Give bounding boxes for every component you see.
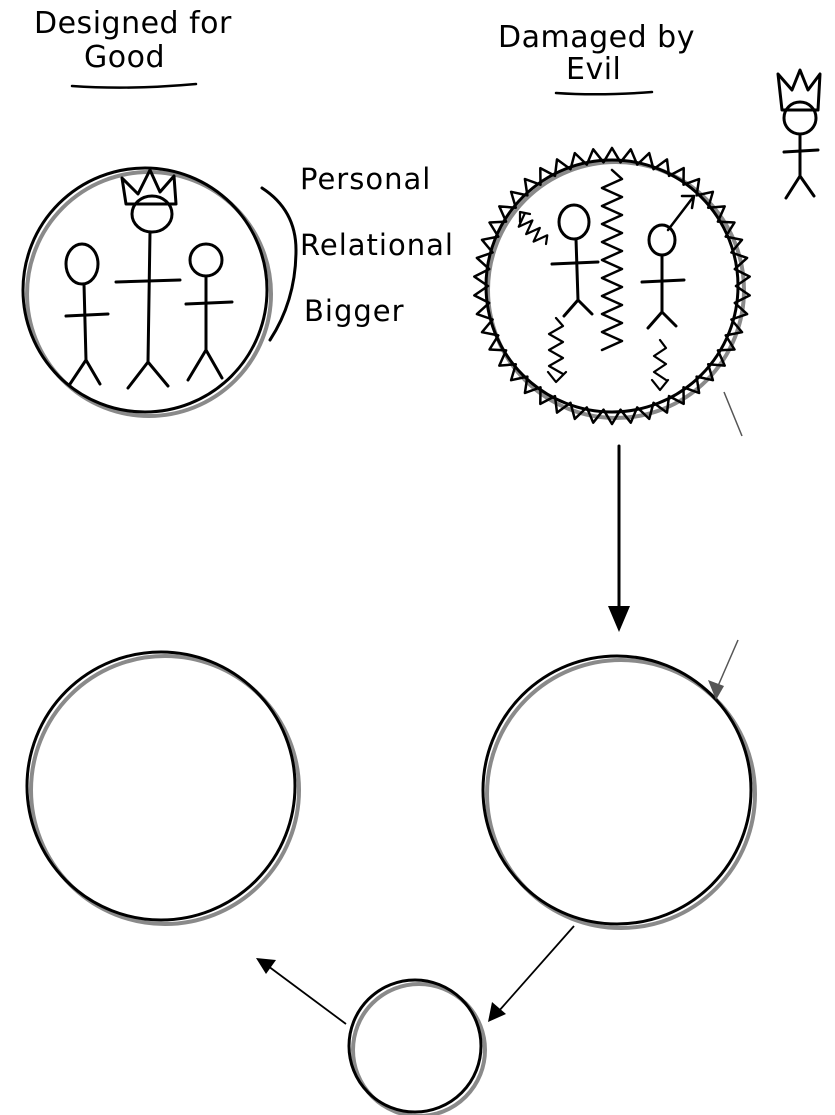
arrow-up-right-icon xyxy=(668,196,694,230)
pointer-line-top xyxy=(724,392,742,436)
underline-evil xyxy=(556,92,652,94)
damaged-by-evil-circle xyxy=(474,148,749,424)
stick-figure-damaged-right xyxy=(642,225,684,328)
crowned-figure-outside xyxy=(778,70,820,198)
scribble-lower-left xyxy=(548,318,566,382)
arrow-down-icon xyxy=(608,446,630,632)
empty-circle-right xyxy=(483,656,755,928)
scribble-center xyxy=(602,170,622,350)
empty-circle-left xyxy=(27,652,299,924)
arrow-to-left-circle xyxy=(256,958,346,1024)
scribble-upper-left xyxy=(519,212,548,244)
underline-good xyxy=(72,84,196,88)
stick-figure-right xyxy=(186,244,232,380)
pointer-arrow-right-circle xyxy=(708,640,738,700)
small-circle-bottom xyxy=(349,980,485,1115)
stick-figure-center xyxy=(116,196,180,388)
scribble-lower-right xyxy=(652,340,668,390)
stick-figure-damaged-left xyxy=(552,205,598,316)
arrow-to-small-circle xyxy=(488,926,574,1022)
stick-figure-left xyxy=(66,244,108,384)
